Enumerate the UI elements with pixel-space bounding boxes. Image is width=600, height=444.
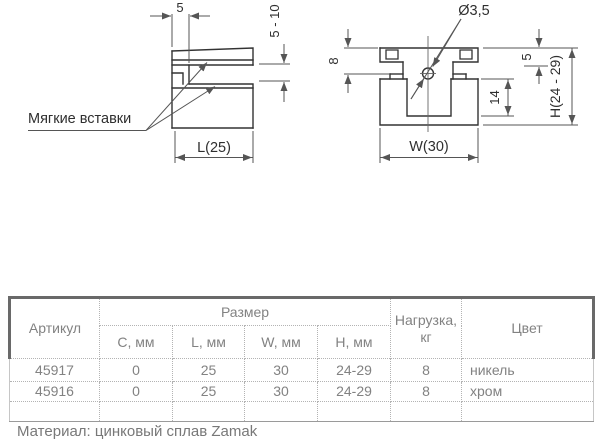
empty-cell — [244, 401, 318, 422]
front-view-part — [379, 36, 479, 132]
side-view-dimensions: 5 5 - 10 Мягкие вставки L(25) — [28, 0, 290, 163]
size-c-cell: 0 — [99, 381, 173, 402]
dim-back-label: 8 — [326, 57, 341, 64]
specification-table: Артикул Размер Нагрузка, кг Цвет C, мм L… — [8, 296, 595, 422]
table-row: 45917 0 25 30 24-29 8 никель — [9, 358, 594, 382]
dim-length-label: L(25) — [197, 140, 231, 156]
load-cell: 8 — [390, 381, 462, 402]
empty-cell — [9, 401, 100, 422]
technical-drawing: 5 5 - 10 Мягкие вставки L(25) — [28, 0, 578, 163]
size-h-cell: 24-29 — [317, 381, 391, 402]
size-h-cell: 24-29 — [317, 358, 391, 382]
load-cell: 8 — [390, 358, 462, 382]
size-l-cell: 25 — [172, 381, 245, 402]
dim-slot-depth-label: 14 — [487, 90, 502, 104]
article-cell: 45917 — [9, 358, 100, 382]
table-row: 45916 0 25 30 24-29 8 хром — [9, 381, 594, 402]
soft-inserts-label: Мягкие вставки — [28, 111, 131, 127]
front-view-dimensions: Ø3,5 8 5 14 H(24 - 29) W(30) — [326, 3, 578, 163]
size-w-cell: 30 — [244, 381, 318, 402]
size-l-cell: 25 — [172, 358, 245, 382]
size-w-cell: 30 — [244, 358, 318, 382]
dim-height-label: H(24 - 29) — [547, 55, 563, 118]
dim-width-label: W(30) — [409, 139, 448, 155]
article-cell: 45916 — [9, 381, 100, 402]
header-load: Нагрузка, кг — [390, 297, 462, 359]
color-cell: никель — [461, 358, 594, 382]
dim-gap-label: 5 - 10 — [267, 4, 282, 37]
material-note: Материал: цинковый сплав Zamak — [17, 423, 258, 440]
header-color: Цвет — [461, 297, 595, 359]
header-size-c: C, мм — [99, 325, 173, 359]
empty-cell — [390, 401, 462, 422]
header-article: Артикул — [8, 297, 100, 359]
empty-cell — [99, 401, 173, 422]
header-size-l: L, мм — [172, 325, 245, 359]
empty-cell — [317, 401, 391, 422]
empty-cell — [172, 401, 245, 422]
side-view-part — [171, 47, 254, 129]
dim-hole-label: Ø3,5 — [458, 3, 489, 19]
header-size-h: H, мм — [317, 325, 391, 359]
header-size: Размер — [99, 297, 391, 326]
dim-top-label: 5 — [519, 53, 534, 60]
table-empty-row — [9, 401, 594, 422]
empty-cell — [461, 401, 594, 422]
header-size-w: W, мм — [244, 325, 318, 359]
size-c-cell: 0 — [99, 358, 173, 382]
color-cell: хром — [461, 381, 594, 402]
dim-plate-offset-label: 5 — [176, 0, 183, 15]
